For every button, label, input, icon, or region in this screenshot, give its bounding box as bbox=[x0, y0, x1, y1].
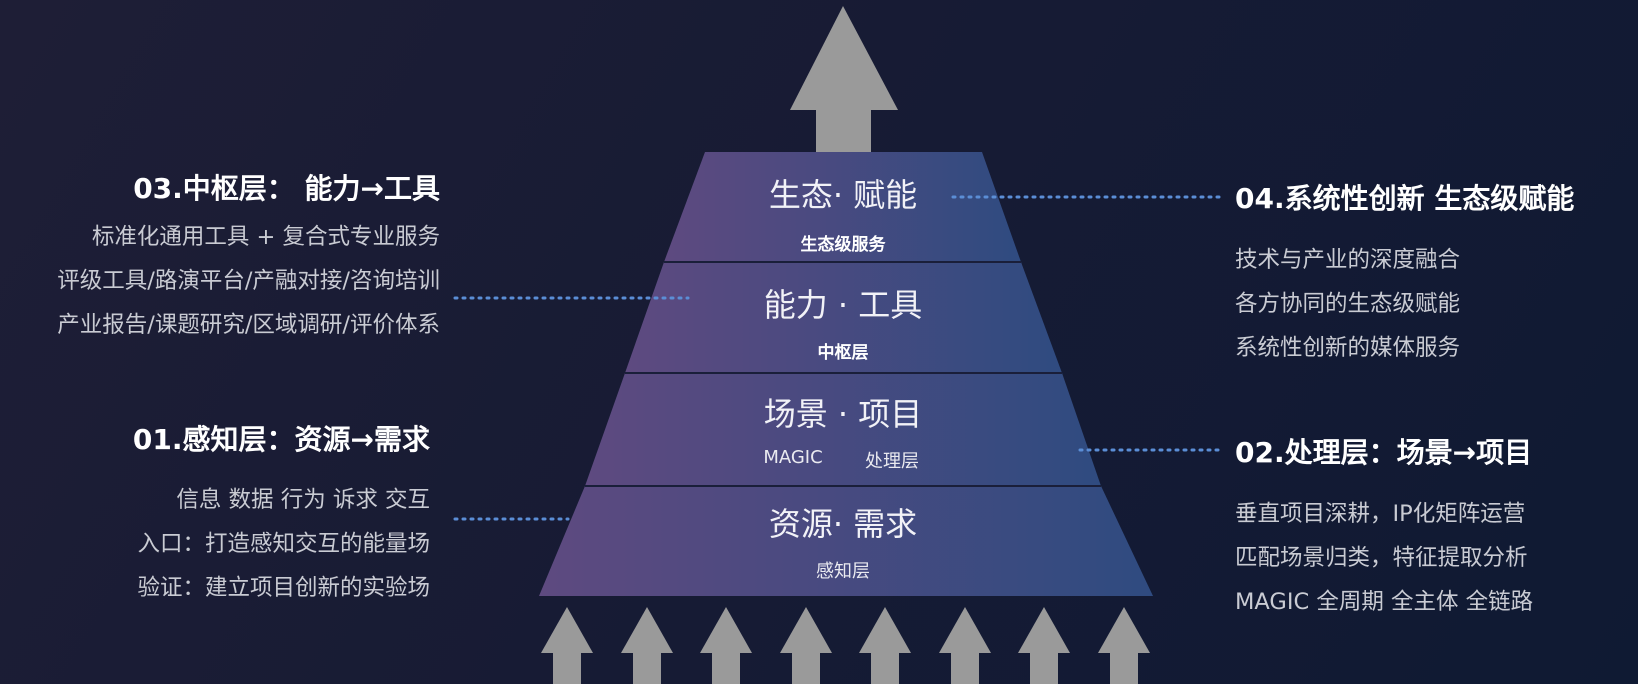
connector-lines bbox=[453, 195, 1222, 521]
up-arrow-icon bbox=[1098, 607, 1150, 684]
layer-1-title: 生态· 赋能 bbox=[768, 176, 918, 214]
top-left-line: 评级工具/路演平台/产融对接/咨询培训 bbox=[57, 268, 440, 294]
layer-2-subtitle: 中枢层 bbox=[817, 343, 869, 363]
up-arrow-icon bbox=[780, 607, 832, 684]
top-left-line: 产业报告/课题研究/区域调研/评价体系 bbox=[57, 312, 440, 338]
bottom-left-line: 入口：打造感知交互的能量场 bbox=[137, 531, 430, 557]
top-left-heading: 03.中枢层： 能力→工具 bbox=[133, 172, 440, 205]
pyramid bbox=[539, 152, 1153, 596]
bottom-right-line: MAGIC 全周期 全主体 全链路 bbox=[1235, 589, 1534, 615]
top-right-line: 技术与产业的深度融合 bbox=[1235, 247, 1461, 273]
top-right-line: 各方协同的生态级赋能 bbox=[1235, 291, 1461, 317]
top-right-line: 系统性创新的媒体服务 bbox=[1235, 335, 1461, 361]
up-arrow-icon bbox=[1018, 607, 1070, 684]
layer-4-title: 资源· 需求 bbox=[768, 505, 918, 543]
up-arrow-icon bbox=[859, 607, 911, 684]
layer-3-subtitle-right: 处理层 bbox=[865, 451, 919, 472]
pyramid-layer-2 bbox=[625, 262, 1062, 373]
bottom-left-heading: 01.感知层：资源→需求 bbox=[132, 423, 430, 456]
bottom-left-line: 信息 数据 行为 诉求 交互 bbox=[176, 487, 430, 513]
up-arrow-icon bbox=[541, 607, 593, 684]
bottom-arrows bbox=[541, 607, 1150, 684]
layer-3-subtitle-left: MAGIC bbox=[763, 447, 823, 468]
layer-3-title: 场景 · 项目 bbox=[763, 395, 923, 433]
pyramid-layer-1 bbox=[664, 152, 1021, 262]
pyramid-layer-3 bbox=[585, 373, 1101, 486]
top-arrow-icon bbox=[790, 6, 898, 152]
bottom-right-line: 垂直项目深耕，IP化矩阵运营 bbox=[1235, 501, 1526, 527]
bottom-left-line: 验证：建立项目创新的实验场 bbox=[137, 575, 430, 601]
pyramid-layer-4 bbox=[539, 486, 1153, 596]
layer-4-subtitle: 感知层 bbox=[816, 561, 870, 582]
up-arrow-icon bbox=[939, 607, 991, 684]
bottom-right-heading: 02.处理层：场景→项目 bbox=[1235, 436, 1533, 469]
top-right-heading: 04.系统性创新 生态级赋能 bbox=[1235, 182, 1575, 215]
layer-1-subtitle: 生态级服务 bbox=[800, 235, 886, 255]
up-arrow-icon bbox=[700, 607, 752, 684]
up-arrow-icon bbox=[621, 607, 673, 684]
layer-2-title: 能力 · 工具 bbox=[763, 286, 923, 324]
top-left-line: 标准化通用工具 + 复合式专业服务 bbox=[91, 224, 440, 250]
bottom-right-line: 匹配场景归类，特征提取分析 bbox=[1235, 545, 1528, 571]
